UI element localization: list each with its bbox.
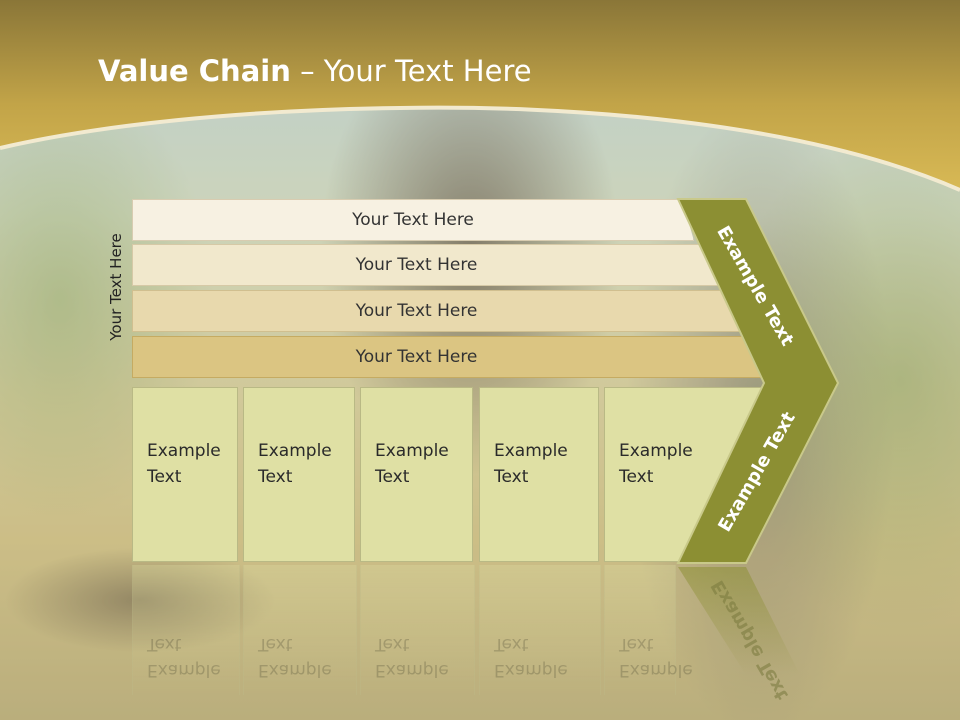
box-line-2: Text bbox=[147, 467, 182, 487]
box-line-1: Example bbox=[258, 441, 332, 461]
box-line-1: Example bbox=[494, 441, 568, 461]
support-bar-label: Your Text Here bbox=[355, 255, 478, 275]
vertical-label: Your Text Here bbox=[107, 233, 125, 341]
box-line-2: Text bbox=[494, 467, 529, 487]
title-rest: – Your Text Here bbox=[290, 54, 532, 88]
margin-chevron[interactable] bbox=[670, 195, 850, 715]
support-bar-label: Your Text Here bbox=[352, 210, 474, 230]
box-line-1: Example bbox=[375, 441, 449, 461]
support-bar-2[interactable]: Your Text Here bbox=[132, 244, 718, 286]
support-bar-1[interactable]: Your Text Here bbox=[132, 199, 694, 241]
box-line-1: Example bbox=[619, 441, 693, 461]
support-bar-3[interactable]: Your Text Here bbox=[132, 290, 741, 332]
box-line-2: Text bbox=[258, 467, 293, 487]
support-bar-label: Your Text Here bbox=[355, 301, 478, 321]
header-band bbox=[0, 0, 960, 192]
slide-title: Value Chain – Your Text Here bbox=[98, 54, 532, 88]
support-bar-label: Your Text Here bbox=[355, 347, 478, 367]
title-bold: Value Chain bbox=[98, 54, 291, 88]
box-line-2: Text bbox=[619, 467, 654, 487]
box-line-1: Example bbox=[147, 441, 221, 461]
box-line-2: Text bbox=[375, 467, 410, 487]
